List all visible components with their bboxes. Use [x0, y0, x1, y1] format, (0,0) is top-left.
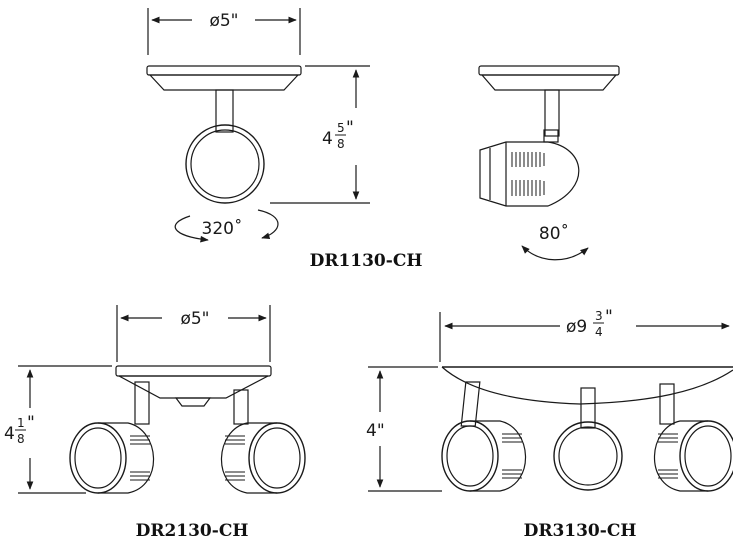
lamp-head-right-rim: [684, 425, 732, 487]
dr3130-width-inch: ": [605, 307, 613, 327]
vent-slot-marks: [130, 433, 678, 481]
dr2130-height-inch: ": [27, 413, 35, 433]
stem-center: [580, 387, 596, 429]
lamp-head-center-lens: [558, 426, 618, 486]
canopy-body: [441, 366, 733, 405]
canopy-body: [118, 375, 269, 399]
canopy-plate: [115, 365, 272, 377]
stem-left: [134, 381, 150, 425]
dr1130-height-whole: 4: [322, 129, 333, 149]
stem: [544, 89, 560, 137]
rotation-arrow-right: [257, 209, 279, 240]
dr3130-width-denominator: 4: [595, 325, 603, 339]
dr1130-tilt-label: 80˚: [539, 223, 569, 244]
vent-slots-upper: [511, 152, 545, 167]
canopy-body: [480, 74, 618, 91]
lamp-head-left-rim: [446, 425, 494, 487]
dr1130-rotation-label: 320˚: [202, 218, 243, 239]
lamp-head-left-lens: [69, 422, 127, 494]
dr3130-width-numerator: 3: [595, 309, 603, 323]
canopy-body: [148, 74, 300, 91]
dr3130-height-label: 4": [366, 421, 385, 441]
rotation-arrow-left: [174, 215, 209, 243]
dr2130-height-whole: 4: [4, 424, 15, 444]
dr1130-height-inch: ": [346, 118, 354, 138]
tilt-arrow: [521, 245, 589, 261]
dr2130-height-denominator: 8: [17, 432, 25, 446]
dr1130-height-denominator: 8: [337, 137, 345, 151]
lamp-head-right-body: [220, 422, 277, 494]
lamp-head-right-lens: [248, 422, 306, 494]
canopy-plate: [146, 65, 302, 76]
dr2130-model-label: DR2130-CH: [136, 521, 249, 541]
lamp-head-center-ring: [553, 421, 623, 491]
lamp-head-right-rim: [253, 427, 301, 489]
lamp-head-left-rim: [74, 427, 122, 489]
lamp-head-right-body: [653, 420, 708, 492]
dr1130-side-view: [478, 65, 620, 261]
vent-slots-lower: [511, 180, 545, 196]
dr2130-width-label: ø5": [180, 309, 209, 329]
canopy-plate: [478, 65, 620, 76]
lamp-head-ring: [185, 124, 265, 204]
dr2130-height-numerator: 1: [17, 416, 25, 430]
stem: [215, 89, 234, 133]
stem-right: [233, 389, 249, 425]
dr2130-view: [18, 305, 306, 494]
dr1130-width-label: ø5": [209, 11, 238, 31]
dr1130-front-view: [146, 8, 370, 243]
lamp-head-right-lens: [679, 420, 733, 492]
stem-left: [460, 381, 481, 427]
lamp-head-left-body: [98, 422, 155, 494]
dr3130-model-label: DR3130-CH: [524, 521, 637, 541]
lamp-head-left-lens: [441, 420, 499, 492]
stem-right: [659, 383, 675, 425]
lamp-head-left-body: [470, 420, 527, 492]
bullet-head: [479, 141, 580, 207]
dr1130-height-numerator: 5: [337, 121, 345, 135]
lamp-head-lens: [190, 129, 260, 199]
dr3130-width-whole: ø9: [566, 317, 587, 337]
center-cap: [174, 397, 212, 407]
dr3130-view: [368, 312, 733, 492]
dr1130-model-label: DR1130-CH: [310, 251, 423, 271]
